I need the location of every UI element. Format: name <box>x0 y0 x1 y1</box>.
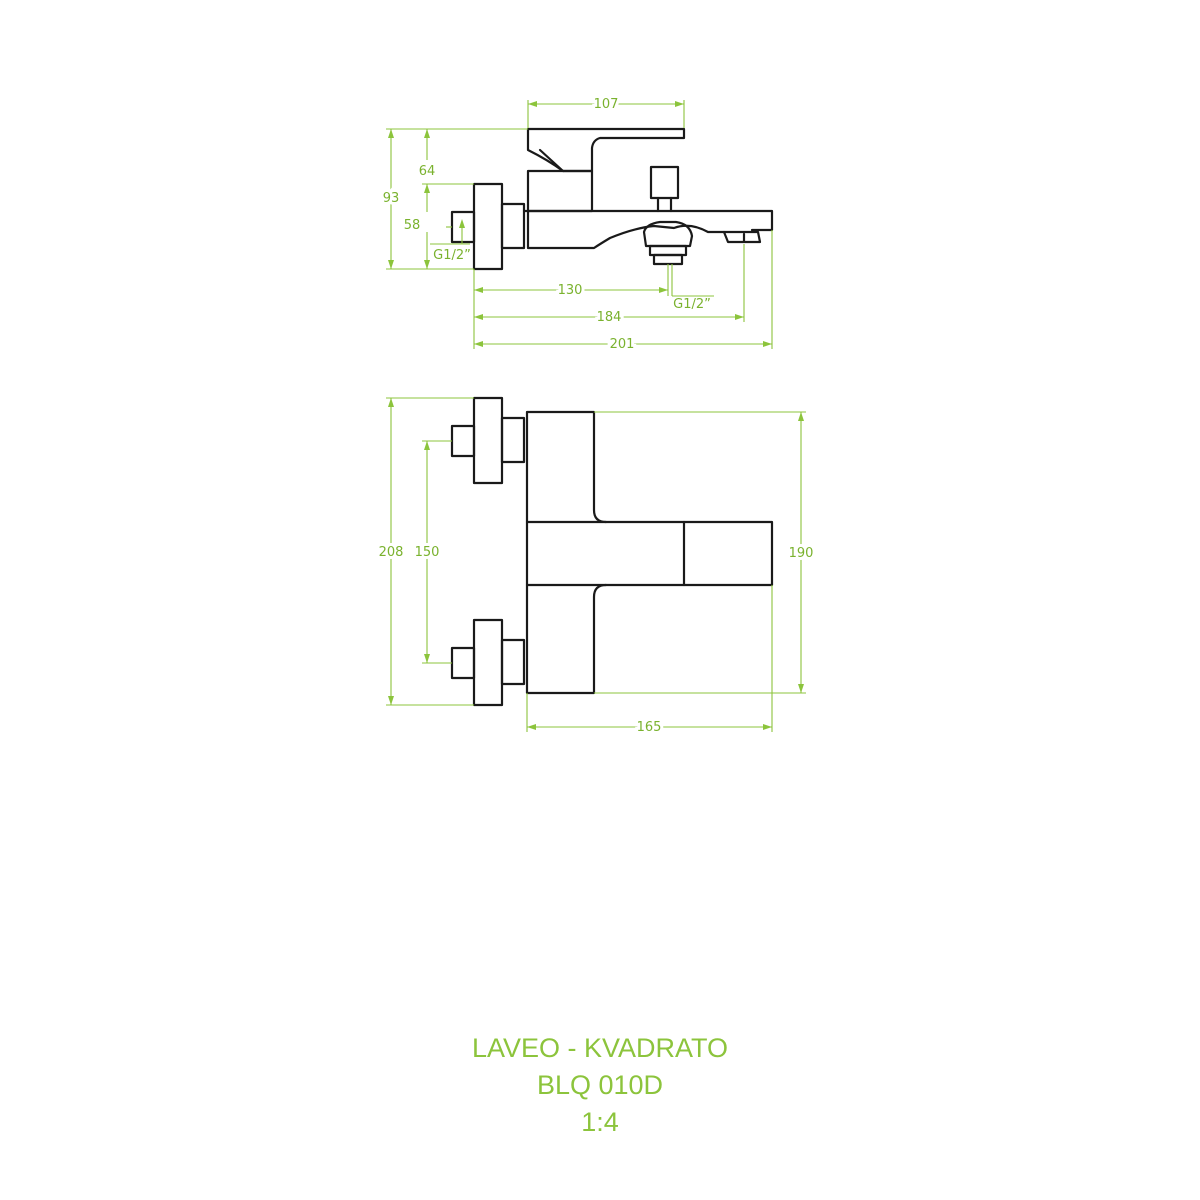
top-inlet-stub-upper <box>450 424 476 458</box>
dim-top-height-total: 208 <box>379 545 404 560</box>
top-body-outline <box>525 410 774 695</box>
top-inlet-stub-lower <box>450 646 476 680</box>
side-lever <box>526 127 686 173</box>
dim-thread-inlet: G1/2” <box>433 248 471 263</box>
top-inlet-nut-upper <box>500 416 526 464</box>
side-flange-nut <box>500 202 526 250</box>
top-view-dimensions: 208 150 190 165 <box>376 397 816 738</box>
side-diverter-knob <box>649 165 680 200</box>
side-view <box>450 127 774 271</box>
dim-thread-outlet: G1/2” <box>673 297 711 312</box>
side-spout-aerator <box>722 230 762 244</box>
top-view <box>450 396 774 707</box>
side-shower-outlet <box>642 220 694 248</box>
product-model: BLQ 010D <box>536 1070 664 1100</box>
dim-inlet-spacing: 150 <box>415 545 440 560</box>
dim-height-lever: 64 <box>419 164 436 179</box>
side-lever-joint <box>538 148 565 173</box>
dim-height-total: 93 <box>383 191 400 206</box>
dim-body-height: 190 <box>789 546 814 561</box>
side-outlet-thread <box>652 253 684 266</box>
top-inlet-flange-lower <box>472 618 504 707</box>
top-inlet-flange-upper <box>472 396 504 485</box>
side-cartridge-housing <box>526 169 594 213</box>
side-wall-flange <box>472 182 504 271</box>
side-outlet-thread <box>648 244 688 257</box>
product-series: LAVEO - KVADRATO <box>471 1033 729 1063</box>
drawing-scale: 1:4 <box>581 1107 619 1137</box>
dim-height-inlet: 58 <box>404 218 421 233</box>
dim-length-total: 201 <box>610 337 635 352</box>
side-view-dimensions: 107 93 64 58 G1/2” 130 <box>380 94 773 355</box>
top-inlet-nut-lower <box>500 638 526 686</box>
title-block: LAVEO - KVADRATO BLQ 010D 1:4 <box>0 1030 1200 1141</box>
side-main-body <box>522 209 774 250</box>
dim-length-outlet: 130 <box>558 283 583 298</box>
dim-width-top: 107 <box>594 97 619 112</box>
dim-body-width: 165 <box>637 720 662 735</box>
dim-length-spout: 184 <box>597 310 622 325</box>
